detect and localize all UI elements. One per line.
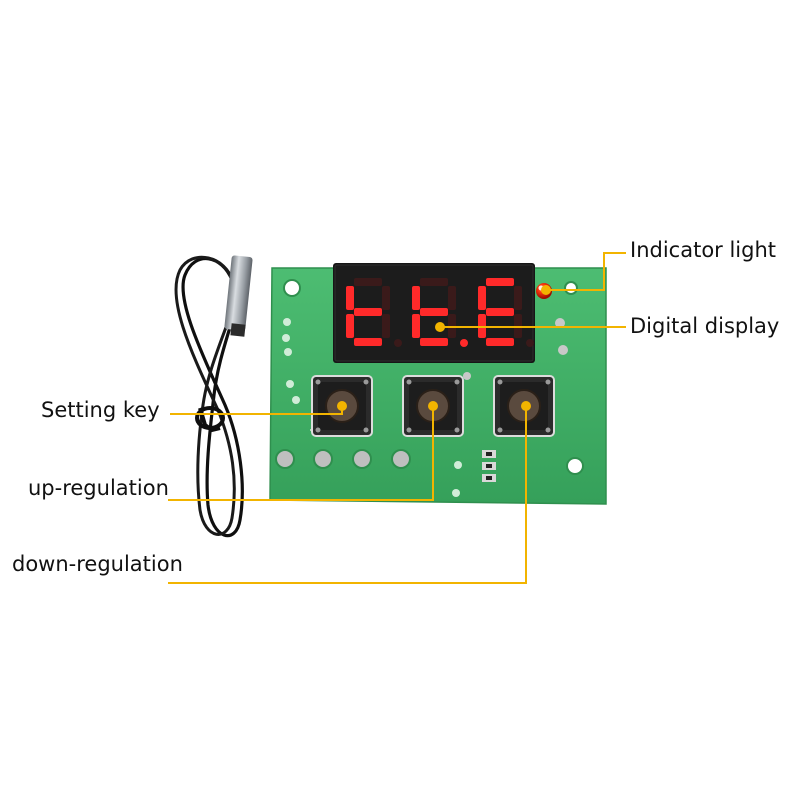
digit-2-segment-a — [420, 278, 448, 286]
digit-2-segment-e — [412, 314, 420, 338]
seven-segment-display — [333, 263, 535, 363]
digit-2-segment-d — [420, 338, 448, 346]
leader-down-regulation — [168, 406, 527, 584]
digit-1-segment-d — [354, 338, 382, 346]
label-indicator-light: Indicator light — [630, 238, 777, 262]
digit-1-segment-f — [346, 286, 354, 310]
display-digits — [346, 278, 534, 347]
digit-1-segment-b — [382, 286, 390, 310]
digit-2-decimal-point — [460, 339, 468, 347]
digit-1-decimal-point — [394, 339, 402, 347]
digit-1-segment-g — [354, 308, 382, 316]
digit-3-segment-f — [478, 286, 486, 310]
leader-up-regulation — [168, 406, 434, 501]
label-down-regulation: down-regulation — [12, 552, 183, 576]
probe-cable — [174, 255, 244, 538]
digit-1-segment-e — [346, 314, 354, 338]
leader-dots — [337, 285, 551, 411]
leader-indicator-light — [546, 252, 626, 291]
digit-3-segment-g — [486, 308, 514, 316]
digit-1-segment-a — [354, 278, 382, 286]
digit-2-segment-g — [420, 308, 448, 316]
temperature-probe-icon — [224, 255, 253, 337]
digit-2-segment-b — [448, 286, 456, 310]
label-digital-display: Digital display — [630, 314, 780, 338]
digit-1-segment-c — [382, 314, 390, 338]
label-up-regulation: up-regulation — [28, 476, 169, 500]
digit-3-segment-b — [514, 286, 522, 310]
label-setting-key: Setting key — [41, 398, 160, 422]
digit-3-decimal-point — [526, 339, 534, 347]
digit-3-segment-a — [486, 278, 514, 286]
digit-3-segment-d — [486, 338, 514, 346]
digit-2-segment-f — [412, 286, 420, 310]
